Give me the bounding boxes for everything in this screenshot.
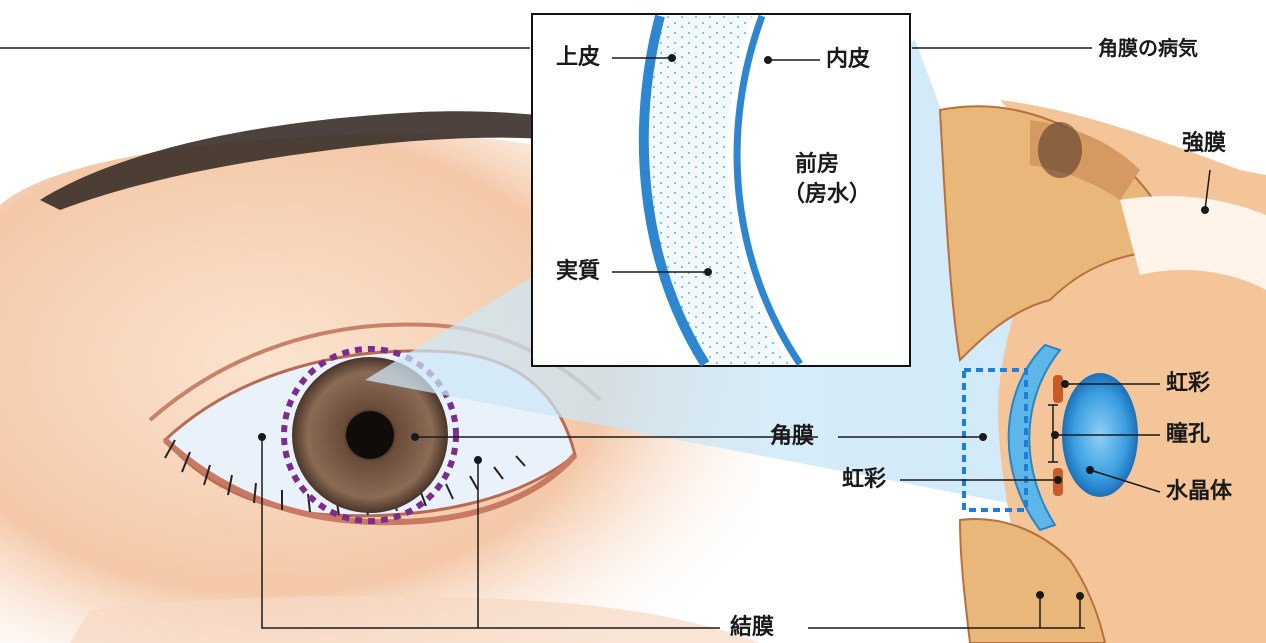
label-cornea: 角膜 bbox=[770, 426, 814, 448]
label-epithelium: 上皮 bbox=[556, 47, 600, 69]
eye-cross-section bbox=[940, 100, 1266, 643]
label-pupil: 瞳孔 bbox=[1166, 424, 1210, 446]
header-title: 角膜の病気 bbox=[1098, 38, 1198, 58]
label-anterior-chamber: 前房 bbox=[795, 154, 839, 176]
label-endothelium: 内皮 bbox=[826, 49, 870, 71]
label-iris-front: 虹彩 bbox=[842, 469, 886, 491]
label-iris: 虹彩 bbox=[1166, 373, 1210, 395]
label-sclera: 強膜 bbox=[1182, 133, 1226, 155]
label-lens: 水晶体 bbox=[1166, 481, 1232, 503]
label-stroma: 実質 bbox=[556, 261, 600, 283]
label-conjunctiva: 結膜 bbox=[730, 617, 774, 639]
label-aqueous-humor: （房水） bbox=[783, 184, 871, 206]
